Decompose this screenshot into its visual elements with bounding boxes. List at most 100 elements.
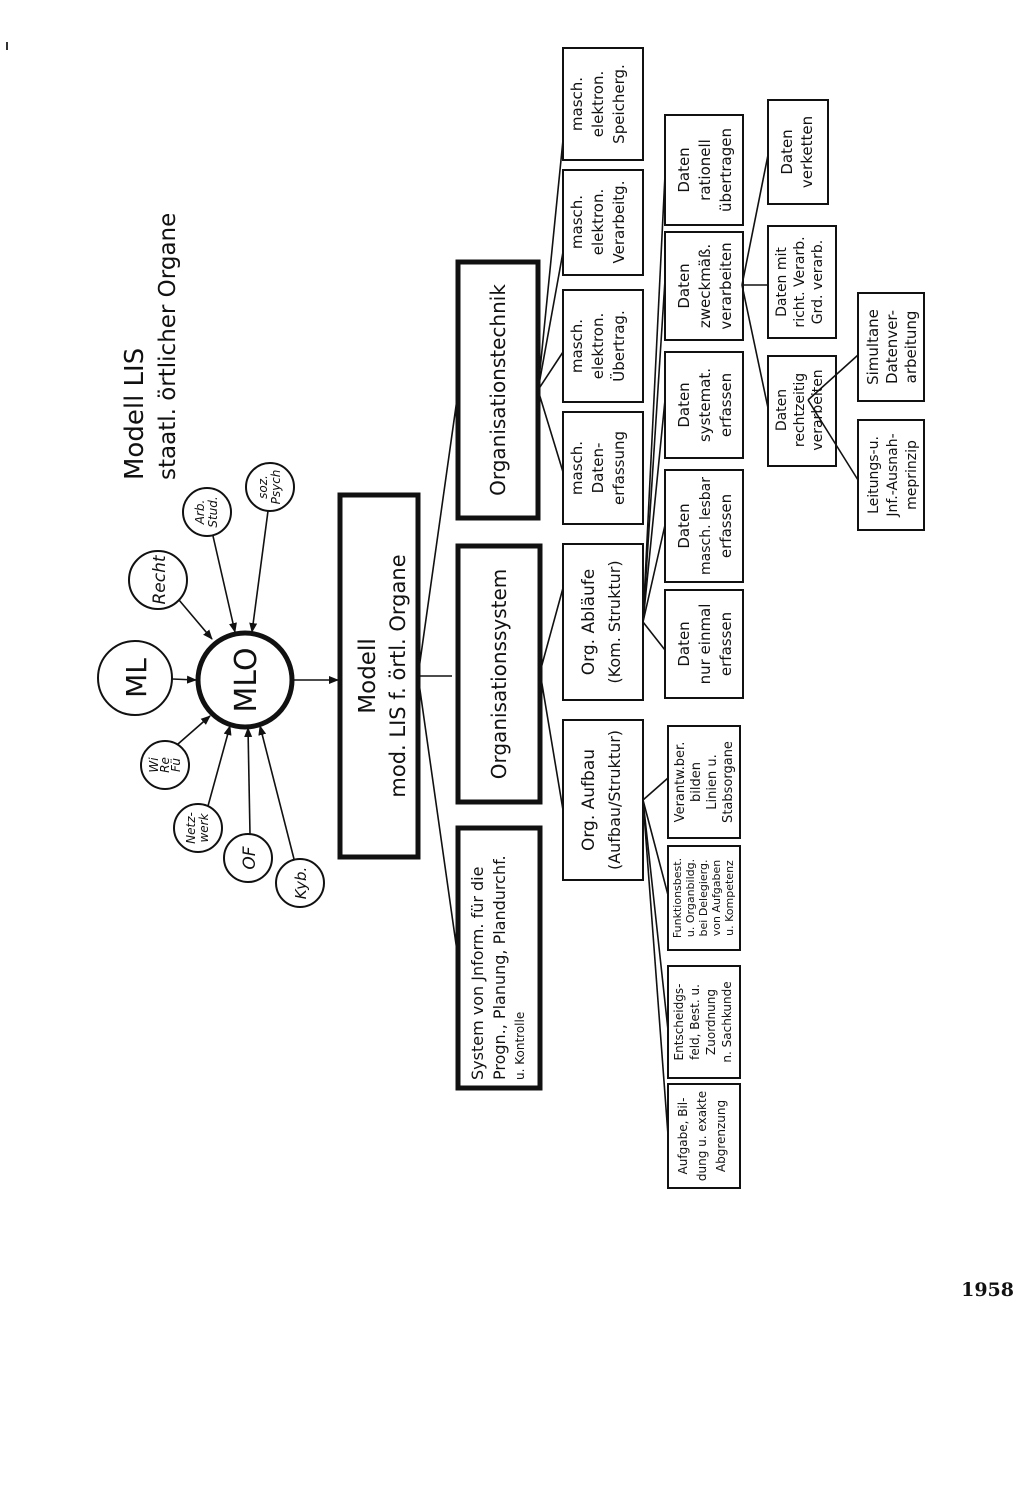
technik-text: masch. bbox=[568, 195, 586, 249]
kyb-circle bbox=[275, 858, 325, 908]
influence-group bbox=[97, 462, 325, 908]
ablaeufe-box-uebertragen bbox=[664, 114, 744, 226]
model-line-1: Modell bbox=[355, 638, 381, 713]
aufbau-text: u. Kompetenz bbox=[723, 860, 736, 936]
aufbau-text: von Aufgaben bbox=[710, 860, 723, 937]
ablaeufe-text: erfassen bbox=[717, 612, 735, 676]
aufbau-head-2: (Aufbau/Struktur) bbox=[605, 730, 624, 870]
recht-circle bbox=[128, 550, 188, 610]
orgtechnik-box bbox=[455, 259, 541, 521]
technik-text: Speicherg. bbox=[610, 64, 628, 144]
arb-circle bbox=[182, 487, 232, 537]
netz-label-1: Netz- bbox=[184, 812, 198, 844]
subsub-text: arbeitung bbox=[902, 311, 920, 384]
ablaeufe-text: erfassen bbox=[717, 494, 735, 558]
aufbau-text: Aufgabe, Bil- bbox=[676, 1098, 690, 1175]
subsub-box-leitung bbox=[857, 419, 925, 531]
ablaeufe-head-2: (Kom. Struktur) bbox=[605, 560, 624, 683]
technik-text: Verarbeitg. bbox=[610, 181, 628, 264]
mlo-circle bbox=[195, 630, 295, 730]
ablaeufe-box-einmal bbox=[664, 589, 744, 699]
subsub-text: Simultane bbox=[864, 309, 882, 385]
ml-circle bbox=[97, 640, 173, 716]
of-label: OF bbox=[240, 846, 260, 869]
aufbau-text: Linien u. bbox=[705, 754, 720, 809]
model-line-2: mod. LIS f. örtl. Organe bbox=[386, 554, 410, 797]
wi-circle bbox=[140, 740, 190, 790]
wi-label-2: Re bbox=[158, 757, 172, 773]
sub-text: verketten bbox=[798, 116, 816, 188]
ablaeufe-box-systemat bbox=[664, 351, 744, 459]
technik-text: elektron. bbox=[589, 71, 607, 137]
aufbau-head-1: Org. Aufbau bbox=[579, 749, 599, 851]
technik-text: masch. bbox=[568, 319, 586, 373]
aufbau-text: dung u. exakte bbox=[695, 1091, 709, 1181]
ablaeufe-head-box bbox=[562, 543, 644, 701]
aufbau-text: Zuordnung bbox=[704, 989, 718, 1055]
technik-text: erfassung bbox=[610, 431, 628, 505]
subsub-text: Datenver- bbox=[883, 310, 901, 384]
wi-label-3: Fü bbox=[169, 758, 183, 772]
diagram-title: Modell LIS staatl. örtlicher Organe bbox=[120, 213, 181, 480]
ablaeufe-text: masch. lesbar bbox=[698, 477, 714, 575]
netz-circle bbox=[173, 803, 223, 853]
aufbau-text: n. Sachkunde bbox=[720, 981, 734, 1062]
ablaeufe-text: übertragen bbox=[717, 128, 735, 212]
technik-box-verarbeitung bbox=[562, 169, 644, 276]
sub-box-richt bbox=[767, 225, 837, 339]
sub-box-rechtzeitig bbox=[767, 355, 837, 467]
system-info-line-3: u. Kontrolle bbox=[513, 1012, 527, 1080]
of-circle bbox=[223, 833, 273, 883]
orgsystem-label: Organisationssystem bbox=[487, 569, 511, 780]
aufbau-text: Entscheidgs- bbox=[672, 984, 686, 1061]
aufbau-box-funktion bbox=[667, 845, 741, 951]
ablaeufe-head-1: Org. Abläufe bbox=[579, 569, 599, 675]
sub-text: rechtzeitig bbox=[792, 373, 808, 447]
sub-text: verarbeiten bbox=[810, 369, 826, 450]
aufbau-connectors bbox=[642, 777, 669, 1136]
subsub-text: Jnf.-Ausnah- bbox=[885, 433, 901, 517]
ablaeufe-text: Daten bbox=[675, 621, 693, 666]
arb-label-1: Arb. bbox=[193, 500, 207, 526]
aufbau-text: u. Organbildg. bbox=[684, 859, 697, 937]
model-connectors bbox=[417, 139, 564, 959]
mlo-label: MLO bbox=[229, 647, 264, 712]
sub-box-verketten bbox=[767, 99, 829, 205]
technik-box-erfassung bbox=[562, 411, 644, 525]
netz-label-2: werk bbox=[197, 812, 211, 842]
soz-label-1: soz. bbox=[256, 475, 270, 499]
orgtechnik-label: Organisationstechnik bbox=[486, 284, 510, 496]
technik-text: masch. bbox=[568, 441, 586, 495]
ablaeufe-text: systemat. bbox=[696, 368, 714, 442]
sub-text: Daten bbox=[778, 129, 796, 174]
sub-text: Daten bbox=[774, 389, 790, 431]
title-line-2: staatl. örtlicher Organe bbox=[155, 213, 181, 480]
ablaeufe-box-verarbeiten bbox=[664, 231, 744, 341]
ml-label: ML bbox=[120, 658, 153, 698]
subsub-text: Leitungs-u. bbox=[866, 436, 882, 514]
aufbau-text: Funktionsbest. bbox=[671, 858, 684, 938]
system-info-box bbox=[455, 825, 543, 1091]
technik-text: Daten- bbox=[589, 443, 607, 494]
influence-arrows bbox=[171, 510, 339, 860]
system-info-line-2: Progn., Planung, Plandurchf. bbox=[490, 855, 509, 1080]
ablaeufe-items: Daten rationell übertragen Daten zweckmä… bbox=[664, 99, 925, 699]
technik-text: masch. bbox=[568, 77, 586, 131]
technik-box-uebertragung bbox=[562, 289, 644, 403]
aufbau-text: Stabsorgane bbox=[721, 741, 736, 823]
aufbau-text: Verantw.ber. bbox=[673, 742, 688, 823]
sub-text: Daten mit bbox=[774, 247, 790, 317]
ablaeufe-text: verarbeiten bbox=[717, 242, 735, 329]
ablaeufe-connectors bbox=[642, 154, 859, 651]
aufbau-text: feld, Best. u. bbox=[688, 984, 702, 1060]
ablaeufe-text: nur einmal bbox=[696, 604, 714, 685]
subsub-box-simultane bbox=[857, 292, 925, 402]
aufbau-text: Abgrenzung bbox=[714, 1100, 728, 1172]
ablaeufe-box-maschlesbar bbox=[664, 469, 744, 583]
ablaeufe-text: Daten bbox=[675, 503, 693, 548]
influence-labels: MLO ML Recht Arb. Stud. soz. Psych Wi Re… bbox=[120, 470, 310, 900]
aufbau-box-aufgabe bbox=[667, 1083, 741, 1189]
sub-text: Grd. verarb. bbox=[810, 240, 826, 324]
page-number: 1958 bbox=[961, 1279, 1014, 1301]
